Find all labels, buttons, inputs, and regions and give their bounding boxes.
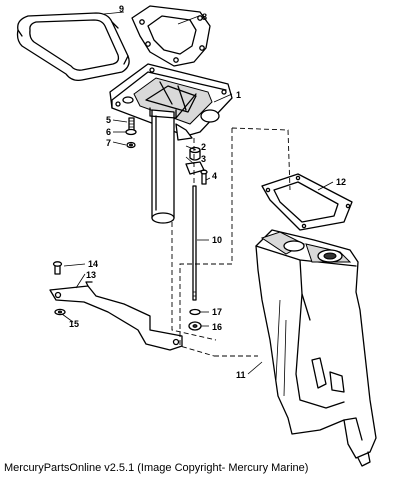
callout-13: 13	[86, 270, 96, 280]
part-12-gasket	[261, 173, 353, 231]
part-10-rod	[188, 185, 202, 331]
part-8-gasket	[131, 5, 211, 67]
parts-2-3-4-hardware	[185, 146, 208, 185]
callout-9: 9	[119, 4, 124, 14]
parts-5-6-7-fasteners	[125, 117, 137, 149]
callout-14: 14	[88, 259, 98, 269]
copyright-caption: MercuryPartsOnline v2.5.1 (Image Copyrig…	[4, 462, 309, 474]
callout-16: 16	[212, 322, 222, 332]
parts-14-15-fasteners	[52, 261, 66, 316]
callout-4: 4	[212, 171, 217, 181]
callout-1: 1	[236, 90, 241, 100]
callout-6: 6	[106, 127, 111, 137]
assembly-guide-lines	[171, 127, 291, 357]
callout-17: 17	[212, 307, 222, 317]
callout-8: 8	[202, 12, 207, 22]
callout-leaders	[61, 11, 334, 375]
callout-7: 7	[106, 138, 111, 148]
part-9-seal	[16, 12, 130, 82]
callout-3: 3	[201, 154, 206, 164]
part-11-driveshaft-housing	[255, 229, 377, 467]
callout-15: 15	[69, 319, 79, 329]
part-13-bracket	[49, 281, 183, 351]
callout-2: 2	[201, 142, 206, 152]
part-1-adapter-plate	[109, 63, 233, 224]
callout-11: 11	[236, 370, 246, 380]
callout-12: 12	[336, 177, 346, 187]
callout-labels: 9 8 1 5 6 7 2 3 4 10 12 14 13 15 17 16 1…	[69, 4, 346, 380]
callout-5: 5	[106, 115, 111, 125]
callout-10: 10	[212, 235, 222, 245]
